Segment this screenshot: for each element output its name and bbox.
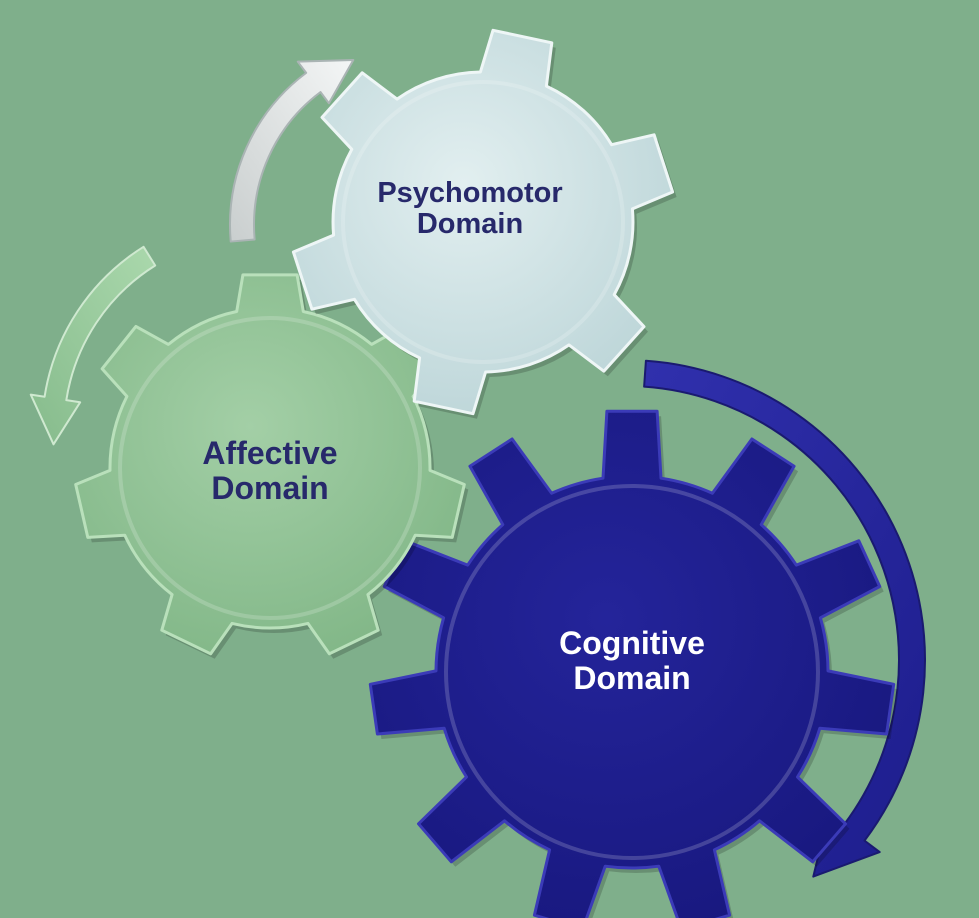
psychomotor-line2: Domain bbox=[416, 208, 524, 241]
affective-gear bbox=[74, 273, 469, 659]
cognitive-line1: Cognitive bbox=[559, 625, 705, 661]
affective-line2: Domain bbox=[211, 469, 329, 506]
affective-domain-label: Affective Domain bbox=[140, 436, 400, 505]
cognitive-line2: Domain bbox=[573, 659, 691, 696]
psychomotor-gear bbox=[291, 28, 677, 419]
psychomotor-domain-label: Psychomotor Domain bbox=[330, 177, 610, 241]
cognitive-gear bbox=[368, 409, 898, 918]
cognitive-domain-label: Cognitive Domain bbox=[502, 626, 762, 695]
psychomotor-cycle-arrow bbox=[229, 58, 355, 243]
affective-cycle-arrow bbox=[29, 245, 157, 446]
cognitive-cycle-arrow bbox=[643, 359, 926, 878]
affective-line1: Affective bbox=[202, 435, 338, 471]
psychomotor-line1: Psychomotor bbox=[377, 177, 563, 209]
